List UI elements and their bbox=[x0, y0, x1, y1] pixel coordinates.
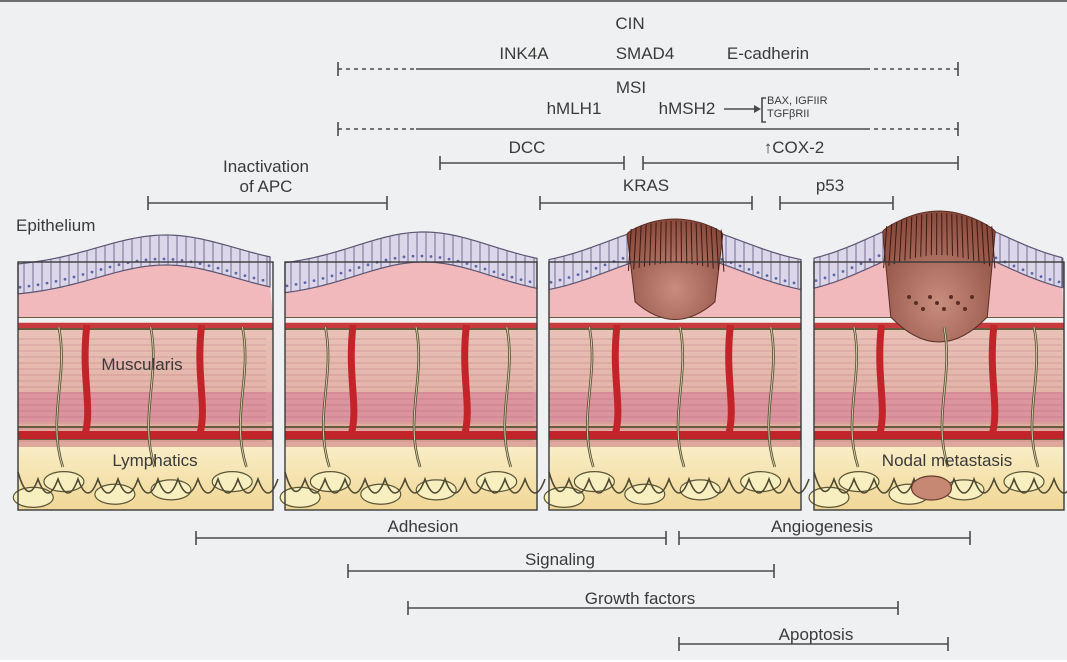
epithelium-label: Epithelium bbox=[16, 216, 95, 236]
lymphatics-label: Lymphatics bbox=[112, 451, 197, 471]
cox2-label: ↑COX-2 bbox=[764, 138, 824, 158]
dcc-bracket bbox=[440, 156, 624, 170]
kras-bracket bbox=[540, 196, 752, 210]
tissue-panel-3 bbox=[544, 219, 809, 510]
apc-label: Inactivation of APC bbox=[223, 157, 309, 197]
hmlh1-label: hMLH1 bbox=[547, 99, 602, 119]
dcc-label: DCC bbox=[509, 138, 546, 158]
ink4a-label: INK4A bbox=[499, 44, 548, 64]
ecadherin-label: E-cadherin bbox=[727, 44, 809, 64]
tgfbrii-label: TGFβRII bbox=[767, 109, 809, 120]
metastatic-node bbox=[912, 476, 952, 500]
signaling-label: Signaling bbox=[525, 550, 595, 570]
tissue-panel-2 bbox=[280, 232, 545, 510]
apc-bracket bbox=[148, 196, 387, 210]
cin-bracket bbox=[338, 62, 958, 76]
p53-bracket bbox=[780, 196, 893, 210]
angiogenesis-label: Angiogenesis bbox=[771, 517, 873, 537]
msi-bracket bbox=[338, 122, 958, 136]
adhesion-label: Adhesion bbox=[388, 517, 459, 537]
smad4-label: SMAD4 bbox=[616, 44, 675, 64]
apoptosis-label: Apoptosis bbox=[779, 625, 854, 645]
hmsh2-arrow bbox=[724, 98, 766, 122]
muscularis-label: Muscularis bbox=[101, 355, 182, 375]
growth-factors-label: Growth factors bbox=[585, 589, 696, 609]
hmsh2-label: hMSH2 bbox=[659, 99, 716, 119]
bax-igfiir-label: BAX, IGFIIR bbox=[767, 96, 828, 107]
msi-label: MSI bbox=[616, 78, 646, 98]
cox2-bracket bbox=[643, 156, 958, 170]
kras-label: KRAS bbox=[623, 176, 669, 196]
nodal-metastasis-label: Nodal metastasis bbox=[882, 451, 1012, 471]
cin-label: CIN bbox=[615, 14, 644, 34]
p53-label: p53 bbox=[816, 176, 844, 196]
